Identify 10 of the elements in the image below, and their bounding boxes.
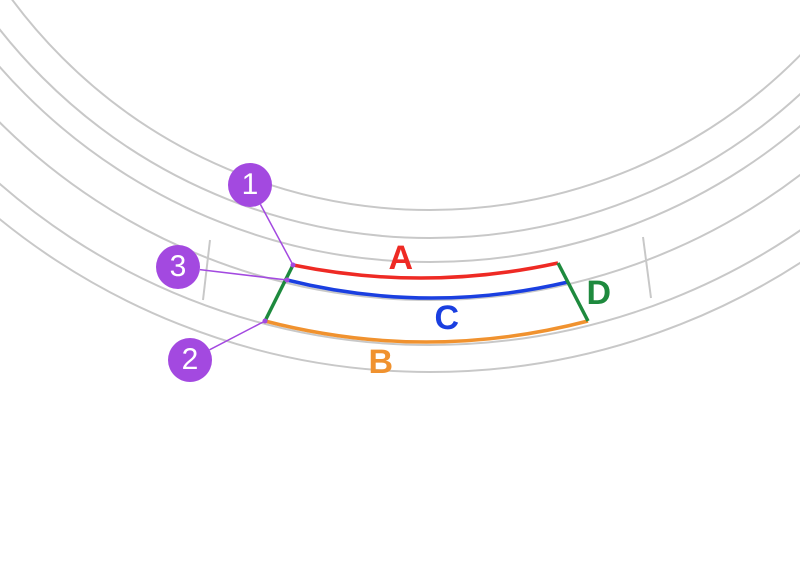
segment-label: D [586,275,612,311]
callout-number: 3 [156,245,200,289]
segment-label: C [434,300,460,336]
segment-label: A [388,240,414,276]
leader-line [200,268,290,282]
segment-label: B [368,344,394,380]
callout-number: 1 [228,163,272,207]
leader-line [209,318,268,351]
leader-line [260,204,296,268]
callout-number: 2 [168,338,212,382]
